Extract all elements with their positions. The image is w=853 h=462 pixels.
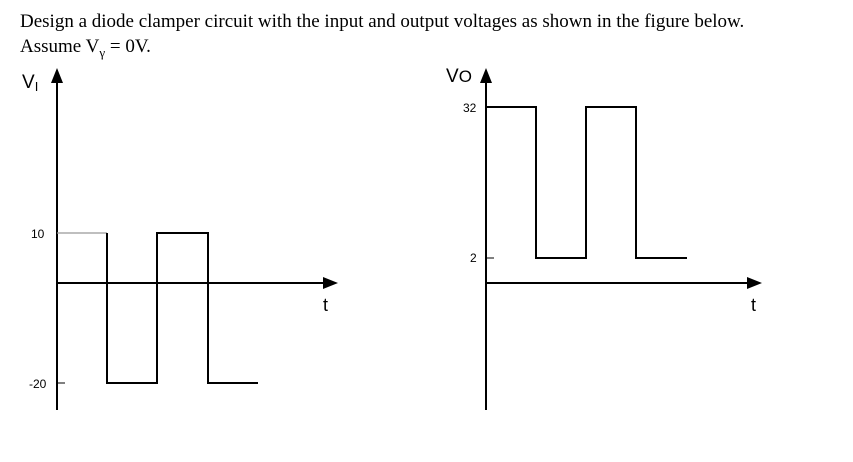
output-axis-label: VO bbox=[446, 66, 472, 87]
input-tick-label-neg20: -20 bbox=[29, 377, 47, 391]
gamma-subscript: γ bbox=[99, 44, 106, 60]
input-axis-label: VI bbox=[22, 72, 38, 94]
input-graph: VI t 10 -20 bbox=[22, 68, 338, 410]
output-tick-label-32: 32 bbox=[463, 101, 477, 115]
output-graph: VO t 32 2 bbox=[446, 66, 762, 410]
problem-line-2: Assume Vγ = 0V. bbox=[20, 34, 840, 65]
output-waveform bbox=[486, 106, 687, 259]
input-time-label: t bbox=[323, 295, 328, 315]
assume-value: = 0V. bbox=[105, 36, 151, 57]
output-x-arrow bbox=[747, 277, 762, 289]
problem-line-1: Design a diode clamper circuit with the … bbox=[20, 11, 745, 32]
output-time-label: t bbox=[751, 295, 756, 315]
input-tick-label-10: 10 bbox=[31, 227, 45, 241]
assume-text: Assume V bbox=[20, 36, 100, 57]
problem-statement: Design a diode clamper circuit with the … bbox=[20, 9, 840, 65]
input-x-arrow bbox=[323, 277, 338, 289]
output-y-arrow bbox=[480, 68, 492, 83]
input-y-arrow bbox=[51, 68, 63, 83]
input-waveform bbox=[106, 232, 258, 384]
output-tick-label-2: 2 bbox=[470, 251, 477, 265]
